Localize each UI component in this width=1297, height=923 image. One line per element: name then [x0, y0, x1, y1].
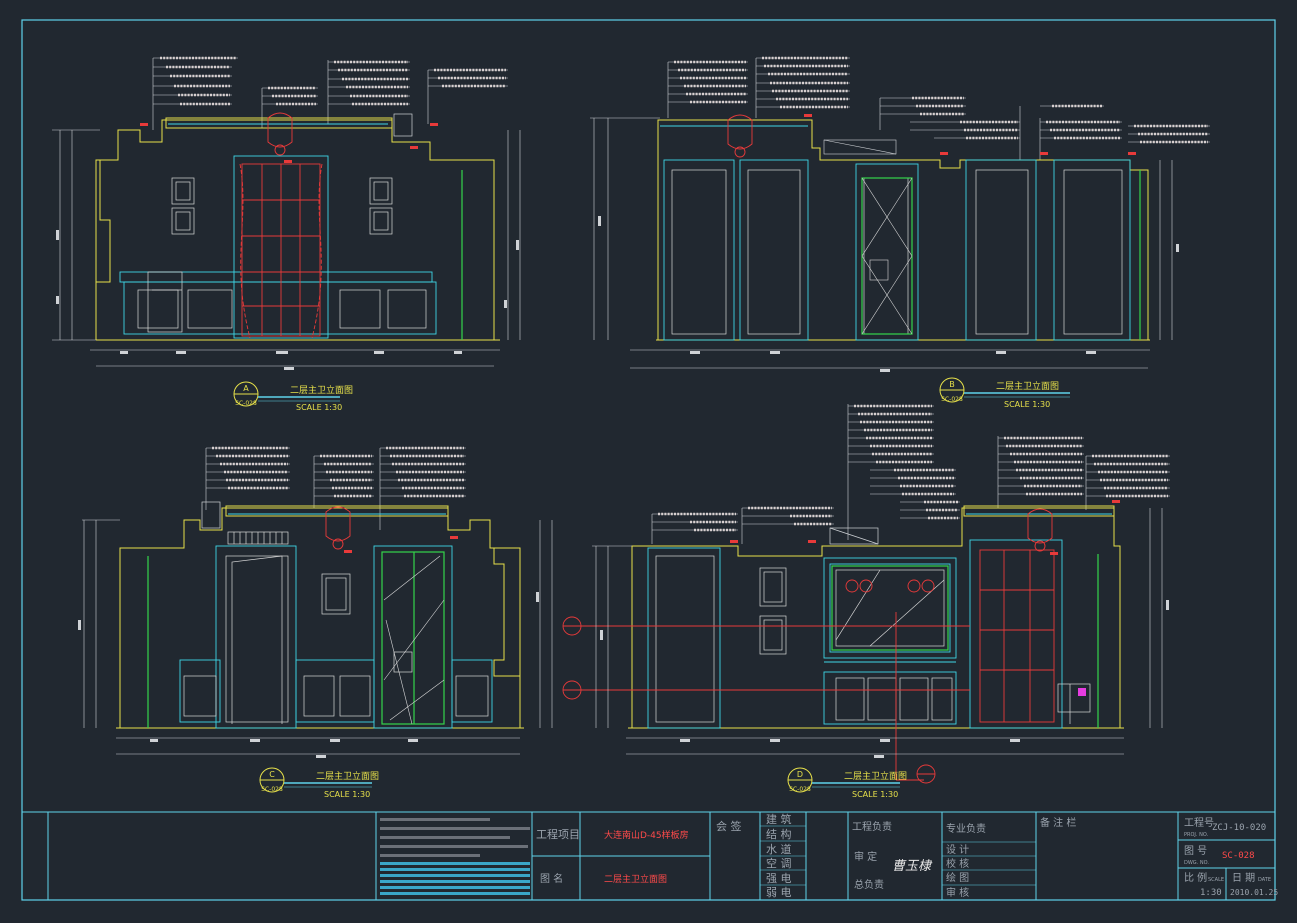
- view-b-sheet: SC-028: [941, 396, 963, 403]
- view-d-sheet: SC-028: [789, 786, 811, 793]
- view-a-id: A: [243, 384, 249, 393]
- drawing-no-value: SC-028: [1222, 851, 1255, 861]
- chief-label: 总负责: [854, 878, 884, 891]
- view-a-scale: SCALE 1:30: [296, 403, 342, 412]
- scale-sub: SCALE: [1208, 877, 1224, 883]
- elevation-view-b: B SC-028 二层主卫立面图 SCALE 1:30: [590, 56, 1210, 409]
- role-2: 绘 图: [946, 871, 969, 884]
- view-c-scale: SCALE 1:30: [324, 790, 370, 799]
- inner-border: [21, 19, 1276, 901]
- signature: 曹玉棣: [892, 859, 933, 874]
- discipline-4: 强 电: [766, 872, 792, 885]
- scale-label: 比 例: [1184, 871, 1207, 884]
- role-0: 设 计: [946, 843, 969, 856]
- elevation-view-c: C SC-028 二层主卫立面图 SCALE 1:30: [78, 446, 553, 799]
- notes-column-label: 备 注 栏: [1040, 816, 1076, 829]
- project-name: 大连南山D-45样板房: [604, 829, 689, 841]
- view-b-id: B: [949, 380, 955, 389]
- drawing-no-label: 图 号: [1184, 845, 1207, 857]
- discipline-3: 空 调: [766, 856, 792, 870]
- drawing-name: 二层主卫立面图: [604, 873, 667, 885]
- project-no-sub: PROJ. NO.: [1184, 832, 1209, 838]
- date-sub: DATE: [1258, 877, 1271, 883]
- view-d-title: 二层主卫立面图: [844, 770, 907, 782]
- outer-border: [21, 19, 1276, 901]
- discipline-0: 建 筑: [766, 812, 792, 826]
- view-a-title: 二层主卫立面图: [290, 384, 353, 396]
- view-b-title: 二层主卫立面图: [996, 380, 1059, 392]
- role-1: 校 核: [946, 857, 969, 870]
- view-c-sheet: SC-028: [261, 786, 283, 793]
- project-no-value: ZCJ-10-020: [1212, 823, 1266, 833]
- drawing-label: 图 名: [540, 872, 563, 885]
- view-d-scale: SCALE 1:30: [852, 790, 898, 799]
- elevation-view-a: A SC-028 二层主卫立面图 SCALE 1:30: [52, 56, 521, 412]
- view-b-scale: SCALE 1:30: [1004, 400, 1050, 409]
- discipline-2: 水 道: [766, 842, 792, 856]
- discipline-5: 弱 电: [766, 886, 792, 899]
- view-a-sheet: SC-028: [235, 400, 257, 407]
- engineering-lead-label: 工程负责: [852, 820, 892, 833]
- role-3: 审 核: [946, 886, 969, 899]
- view-d-id: D: [797, 770, 803, 779]
- date-label: 日 期: [1232, 872, 1255, 884]
- date-value: 2010.01.25: [1230, 888, 1278, 897]
- specialty-lead-label: 专业负责: [946, 822, 986, 835]
- project-no-label: 工程号: [1184, 817, 1214, 829]
- view-c-id: C: [269, 770, 275, 779]
- discipline-1: 结 构: [766, 827, 792, 841]
- title-block: 工程项目 大连南山D-45样板房 图 名 二层主卫立面图 会 签 建 筑 结 构…: [22, 811, 1278, 900]
- review-label: 审 定: [854, 850, 877, 863]
- drawing-no-sub: DWG. NO.: [1184, 860, 1209, 866]
- project-label: 工程项目: [536, 828, 580, 841]
- view-c-title: 二层主卫立面图: [316, 770, 379, 782]
- countersign-label: 会 签: [716, 819, 742, 833]
- elevation-view-d: D SC-028 二层主卫立面图 SCALE 1:30: [562, 404, 1170, 799]
- scale-value: 1:30: [1200, 888, 1222, 898]
